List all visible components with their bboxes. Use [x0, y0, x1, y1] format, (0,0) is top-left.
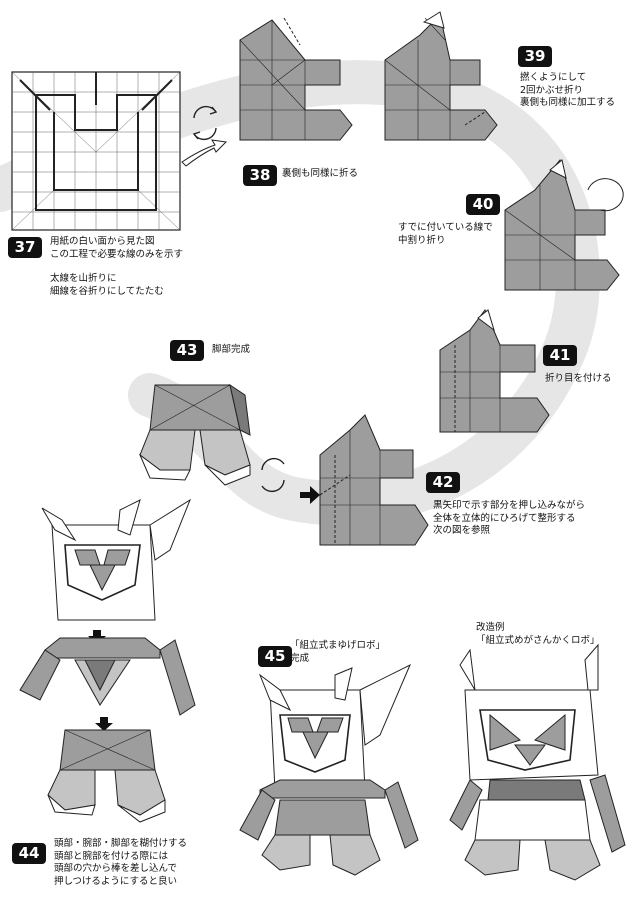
step-37-caption: 用紙の白い面から見た図この工程で必要な線のみを示す: [50, 236, 184, 260]
step-37-badge: 37: [8, 237, 42, 258]
step-40-caption: すでに付いている線で中割り折り: [398, 222, 493, 246]
step44-legs: [47, 729, 166, 823]
step39-model: [384, 11, 498, 141]
black-push-arrow: [300, 486, 320, 504]
step44-head: [41, 498, 192, 621]
step-45-badge: 45: [258, 646, 292, 667]
step37-crease-pattern: [11, 71, 181, 231]
down-arrow-1: [88, 630, 106, 644]
step38-model: [239, 17, 353, 141]
step42-model: [319, 414, 429, 546]
down-arrow-2: [95, 717, 113, 731]
step-44-badge: 44: [12, 843, 46, 864]
step-38-badge: 38: [243, 165, 277, 186]
step40-model: [504, 158, 624, 291]
curved-arrow: [181, 139, 228, 167]
step43-leg-part: [138, 383, 251, 486]
variant-robot: [449, 643, 626, 881]
step-44-caption: 頭部・腕部・脚部を糊付けする頭部と腕部を付ける際には頭部の穴から棒を差し込んで押…: [54, 838, 188, 887]
step44-arms: [19, 637, 196, 716]
variant-caption: 改造例「組立式めがさんかくロボ」: [476, 622, 600, 646]
step-41-caption: 折り目を付ける: [545, 373, 612, 384]
step-42-caption: 黒矢印で示す部分を押し込みながら全体を立体的にひろげて整形する次の図を参照: [433, 500, 586, 536]
step-45-caption: 「組立式まゆげロボ」完成: [290, 640, 386, 664]
step41-model: [439, 309, 550, 433]
step-37-caption-2: 太線を山折りに細線を谷折りにしてたたむ: [50, 273, 164, 297]
rotate-symbol: [192, 105, 218, 141]
step-42-badge: 42: [426, 472, 460, 493]
step-41-badge: 41: [543, 345, 577, 366]
step-38-caption: 裏側も同様に折る: [282, 168, 359, 179]
step-39-badge: 39: [518, 46, 552, 67]
step-40-badge: 40: [466, 194, 500, 215]
step45-robot: [239, 663, 419, 876]
rotate-symbol-2: [261, 457, 285, 493]
step-43-badge: 43: [170, 340, 204, 361]
step-43-caption: 脚部完成: [212, 344, 251, 355]
